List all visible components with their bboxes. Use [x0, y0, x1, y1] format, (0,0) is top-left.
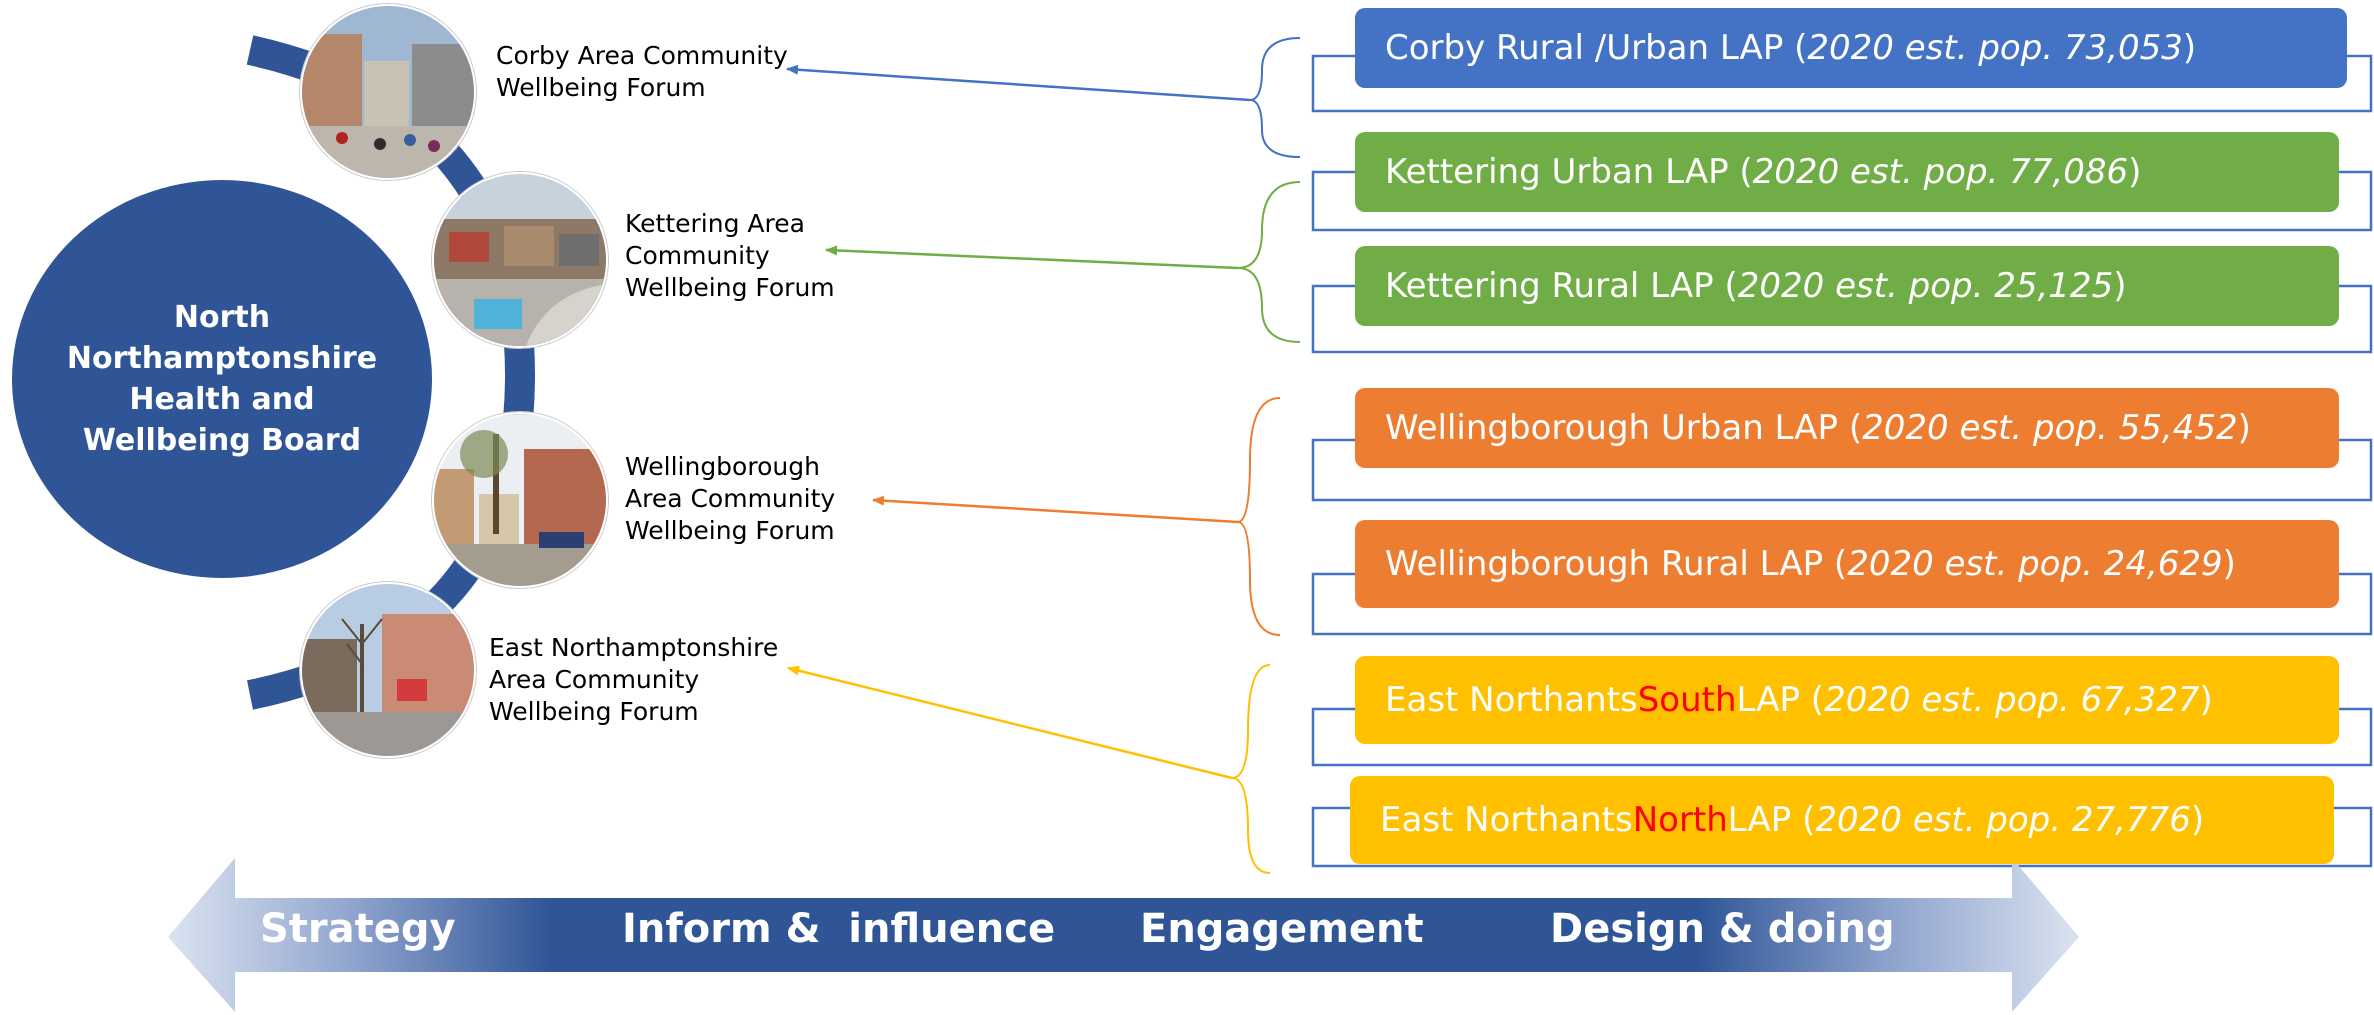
east-northants-brace [1231, 664, 1271, 874]
east-northants-arrow [787, 665, 1233, 780]
lap-name-suffix: LAP ( [1736, 680, 1825, 720]
wellingborough-forum-label: Wellingborough Area Community Wellbeing … [625, 451, 835, 547]
health-wellbeing-board: North Northamptonshire Health and Wellbe… [12, 180, 432, 578]
spectrum-label-design: Design & doing [1550, 906, 1895, 952]
lap-name: East Northants [1385, 680, 1638, 720]
east-northants-forum-label: East Northamptonshire Area Community Wel… [489, 632, 778, 728]
lap-wellingborough-urban: Wellingborough Urban LAP (2020 est. pop.… [1355, 388, 2339, 468]
lap-close: ) [2190, 800, 2205, 840]
corby-arrow [786, 64, 1251, 102]
forum-label-line: Corby Area Community [496, 41, 788, 70]
lap-close: ) [2199, 680, 2213, 720]
corby-brace [1249, 37, 1301, 158]
spectrum-label-inform: Inform & influence [622, 906, 1056, 952]
forum-label-line: Area Community [625, 484, 836, 513]
lap-population: 2020 est. pop. 73,053 [1807, 28, 2183, 68]
spectrum-arrow [168, 858, 2079, 1012]
lap-close: ) [2222, 544, 2236, 584]
lap-population: 2020 est. pop. 27,776 [1815, 800, 2191, 840]
forum-label-line: Wellbeing Forum [489, 697, 699, 726]
lap-highlight: North [1632, 800, 1728, 840]
kettering-arrow [825, 245, 1239, 270]
lap-population: 2020 est. pop. 25,125 [1737, 266, 2114, 306]
wellingborough-market-photo [432, 412, 608, 588]
forum-label-line: Wellbeing Forum [496, 73, 706, 102]
lap-name-suffix: LAP ( [1727, 800, 1816, 840]
board-title: North Northamptonshire Health and Wellbe… [66, 300, 378, 458]
lap-population: 2020 est. pop. 67,327 [1824, 680, 2200, 720]
wellingborough-brace [1237, 397, 1281, 636]
forum-label-line: Community [625, 241, 770, 270]
lap-wellingborough-rural: Wellingborough Rural LAP (2020 est. pop.… [1355, 520, 2339, 608]
lap-close: ) [2182, 28, 2197, 68]
lap-name: Wellingborough Urban LAP ( [1385, 408, 1863, 448]
lap-population: 2020 est. pop. 24,629 [1847, 544, 2223, 584]
forum-label-line: Wellbeing Forum [625, 516, 835, 545]
lap-corby: Corby Rural /Urban LAP (2020 est. pop. 7… [1355, 8, 2347, 88]
lap-close: ) [2128, 152, 2142, 192]
lap-name: East Northants [1380, 800, 1633, 840]
lap-close: ) [2237, 408, 2251, 448]
east-northants-street-photo [300, 582, 476, 758]
lap-east-northants-south: East Northants South LAP (2020 est. pop.… [1355, 656, 2339, 744]
forum-label-line: Kettering Area [625, 209, 805, 238]
lap-east-northants-north: East Northants North LAP (2020 est. pop.… [1350, 776, 2334, 864]
kettering-aerial-photo [432, 172, 608, 348]
kettering-forum-label: Kettering Area Community Wellbeing Forum [625, 208, 835, 304]
forum-label-line: Wellbeing Forum [625, 273, 835, 302]
lap-population: 2020 est. pop. 55,452 [1862, 408, 2238, 448]
corby-forum-label: Corby Area Community Wellbeing Forum [496, 40, 788, 104]
lap-close: ) [2113, 266, 2127, 306]
lap-name: Wellingborough Rural LAP ( [1385, 544, 1848, 584]
lap-name: Kettering Rural LAP ( [1385, 266, 1738, 306]
lap-kettering-urban: Kettering Urban LAP (2020 est. pop. 77,0… [1355, 132, 2339, 212]
lap-kettering-rural: Kettering Rural LAP (2020 est. pop. 25,1… [1355, 246, 2339, 326]
lap-name: Corby Rural /Urban LAP ( [1385, 28, 1808, 68]
spectrum-label-strategy: Strategy [260, 906, 456, 952]
wellingborough-arrow [872, 495, 1239, 524]
forum-label-line: East Northamptonshire [489, 633, 779, 662]
forum-label-line: Wellingborough [625, 452, 820, 481]
forum-label-line: Area Community [489, 665, 700, 694]
lap-name: Kettering Urban LAP ( [1385, 152, 1753, 192]
spectrum-label-engagement: Engagement [1140, 906, 1424, 952]
kettering-brace [1237, 181, 1301, 343]
lap-population: 2020 est. pop. 77,086 [1752, 152, 2129, 192]
corby-street-photo [300, 4, 476, 180]
lap-highlight: South [1637, 680, 1737, 720]
